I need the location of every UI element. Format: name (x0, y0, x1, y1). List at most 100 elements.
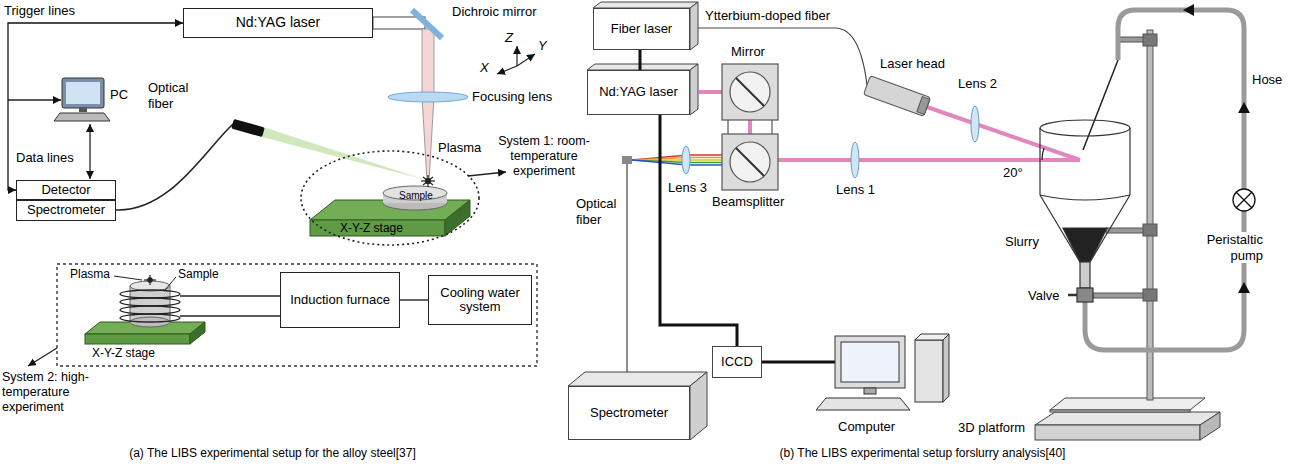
computer-icon (841, 342, 899, 382)
part-label: X (480, 60, 489, 76)
part-label: Data lines (16, 150, 74, 166)
pump-symbol (1236, 192, 1252, 208)
part-label: Peristaltic pump (1180, 232, 1264, 263)
support-stand (1143, 34, 1157, 46)
hose (1238, 282, 1250, 293)
hose (1085, 10, 1244, 350)
part-label: Slurry (1005, 234, 1039, 250)
pc-icon (79, 108, 87, 112)
part-label: Lens 3 (668, 180, 707, 196)
laser-housing (690, 64, 698, 115)
part-label: Optical fiber (576, 196, 624, 227)
collection-cone (262, 127, 426, 180)
optic-cube (727, 120, 728, 134)
part-label: System 2: high-temperature experiment (2, 370, 114, 415)
hose (1083, 4, 1250, 350)
laser-box: Nd:YAG laser (587, 70, 690, 115)
signal-cable (762, 361, 835, 364)
platform (1035, 398, 1220, 440)
connector (639, 50, 642, 70)
support-stand (1143, 289, 1157, 301)
platform (1050, 398, 1205, 410)
support-stand (1147, 30, 1153, 400)
laser-housing (587, 2, 698, 115)
slurry-vessel (1040, 120, 1130, 302)
plasma-spark (423, 177, 433, 185)
xyz-stage (190, 322, 205, 344)
slurry-vessel (1040, 195, 1130, 262)
part-label: Lens 1 (836, 182, 875, 198)
part-label: Laser head (880, 56, 945, 72)
data-wire (89, 124, 90, 179)
optical-fiber (116, 124, 233, 210)
optical-fiber (622, 156, 632, 378)
axes (497, 66, 517, 74)
pump-symbol (1233, 189, 1255, 211)
computer-icon (835, 336, 905, 388)
pc-icon (54, 78, 110, 121)
dichroic-mirror (412, 10, 442, 38)
computer-icon (816, 334, 949, 410)
collected-light (632, 160, 722, 165)
induction-coil (120, 290, 180, 298)
part-label: Lens 2 (958, 76, 997, 92)
part-label: Plasma (70, 267, 110, 281)
part-label: Y (538, 38, 547, 54)
camera-box: ICCD (712, 346, 762, 378)
system-boundary (28, 264, 537, 366)
laser-box: Fiber laser (593, 8, 690, 50)
optical-fiber (622, 156, 632, 164)
sample-disc (383, 186, 447, 210)
laser-box: Nd:YAG laser (183, 8, 373, 38)
slurry-vessel (1080, 262, 1090, 288)
spectrometer-housing (690, 372, 707, 440)
part-label: Beamsplitter (712, 194, 784, 210)
part-label: Computer (838, 419, 895, 435)
optic-cube (736, 148, 764, 176)
hose (1183, 4, 1194, 16)
plasma-spark (426, 179, 431, 184)
plasma-spark (144, 275, 156, 285)
connector (660, 115, 737, 346)
plasma-spark (421, 175, 435, 187)
part-label: PC (110, 87, 128, 103)
lens (851, 142, 859, 178)
box-text: Induction furnace (290, 293, 390, 307)
box-text: Fiber laser (611, 22, 672, 36)
box-text: Detector (41, 183, 90, 197)
support-stand (1093, 30, 1157, 400)
pc-icon (54, 113, 110, 121)
box-text: ICCD (721, 355, 753, 369)
fiber-probe (231, 119, 265, 137)
optic-cube (730, 72, 770, 112)
pump-symbol (1236, 192, 1252, 208)
leader-line (165, 277, 176, 290)
spectrometer-box: Spectrometer (16, 200, 116, 221)
data-wire (89, 124, 90, 179)
system-boundary (468, 172, 506, 176)
part-label: 3D platform (958, 420, 1025, 436)
collected-light (632, 155, 722, 160)
part-label: Mirror (731, 44, 765, 60)
part-label: Sample (399, 190, 433, 202)
box-text: Nd:YAG laser (236, 15, 321, 30)
axes (497, 46, 535, 74)
laser-head (864, 76, 931, 117)
part-label: Plasma (438, 140, 481, 156)
optical-fiber (116, 124, 233, 210)
laser-head (864, 76, 931, 117)
laser-head (917, 97, 930, 115)
part-label: Trigger lines (4, 3, 75, 19)
optical-fiber (626, 164, 627, 378)
part-label: Focusing lens (472, 89, 552, 105)
induction-coil (120, 298, 180, 306)
trigger-wire (8, 99, 61, 100)
part-label: X-Y-Z stage (92, 346, 155, 360)
system-boundary (57, 264, 537, 366)
laser-beam (927, 107, 1080, 160)
induction-coil (180, 295, 280, 296)
part-label: Z (505, 30, 513, 46)
fiber-probe (231, 119, 265, 137)
platform (1035, 412, 1220, 425)
collection-cone (262, 127, 426, 180)
